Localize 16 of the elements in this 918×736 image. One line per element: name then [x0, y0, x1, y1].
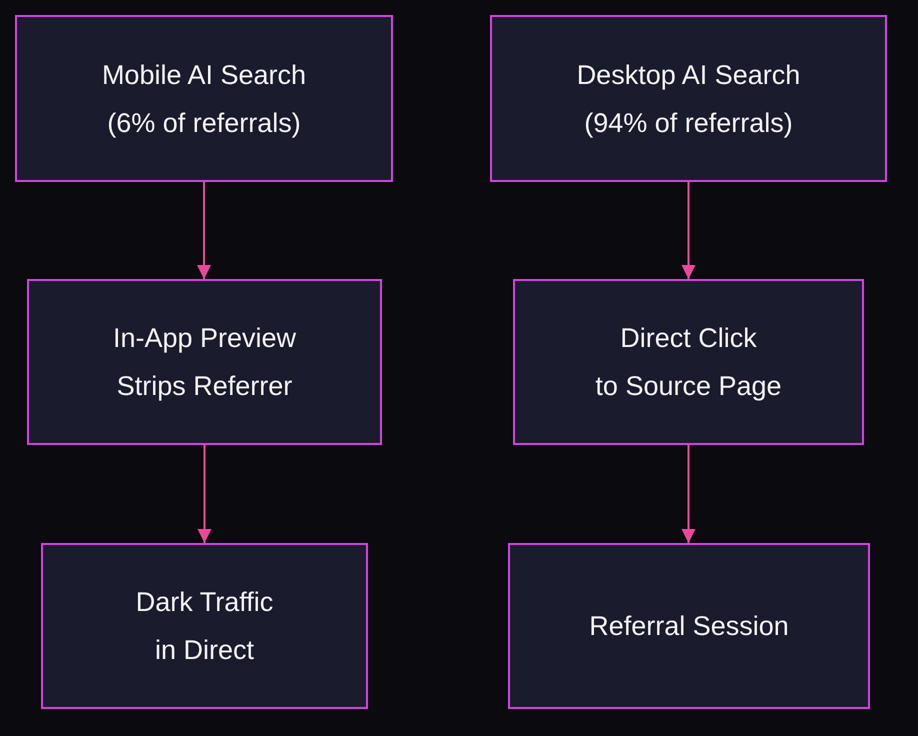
- process-box: [15, 15, 393, 182]
- process-box: [508, 543, 870, 709]
- process-box: [513, 279, 864, 445]
- process-box: [27, 279, 382, 445]
- node-label: Dark Traffic in Direct: [136, 586, 274, 667]
- node-label: Mobile AI Search (6% of referrals): [102, 58, 306, 140]
- arrow: [197, 182, 211, 279]
- node-label: Desktop AI Search (94% of referrals): [576, 58, 800, 140]
- node-label: Direct Click to Source Page: [595, 322, 782, 403]
- arrow: [682, 182, 696, 279]
- process-box: [41, 543, 368, 709]
- arrow: [198, 445, 212, 543]
- arrow: [682, 445, 696, 543]
- node-label: Referral Session: [589, 610, 789, 643]
- process-box: [490, 15, 887, 182]
- node-label: In-App Preview Strips Referrer: [112, 322, 296, 403]
